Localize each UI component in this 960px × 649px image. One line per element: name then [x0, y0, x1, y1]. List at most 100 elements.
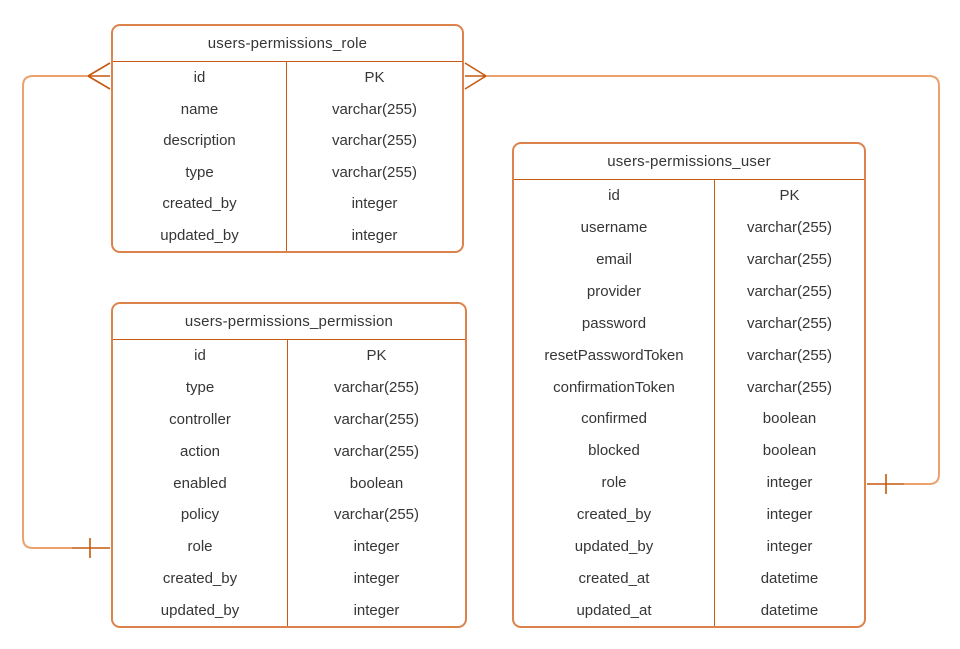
field-name: role [113, 530, 288, 563]
field-name: confirmed [514, 403, 715, 435]
field-type: integer [766, 537, 813, 555]
field-name: updated_at [514, 594, 715, 627]
field-row: enabled boolean [113, 467, 465, 499]
table-fields: id PK username varchar(255) email varchar(255… [514, 180, 864, 627]
field-row: id PK [113, 62, 462, 94]
field-name: email [514, 243, 715, 276]
table-title: users-permissions_permission [113, 304, 465, 340]
field-type: varchar(255) [746, 346, 833, 364]
field-name: username [514, 211, 715, 244]
field-type: varchar(255) [331, 132, 418, 150]
field-name: policy [113, 498, 288, 531]
field-name: id [514, 180, 715, 212]
field-row: email varchar(255) [514, 243, 864, 276]
field-row: password varchar(255) [514, 307, 864, 340]
field-name: updated_by [514, 530, 715, 563]
field-name: name [113, 93, 287, 125]
field-type: varchar(255) [746, 219, 833, 237]
field-type: integer [353, 538, 400, 556]
field-name: id [113, 340, 288, 372]
field-row: created_by integer [514, 498, 864, 531]
edge-role-user[interactable] [464, 62, 940, 494]
field-row: blocked boolean [514, 434, 864, 467]
field-row: controller varchar(255) [113, 403, 465, 436]
field-row: type varchar(255) [113, 371, 465, 404]
field-type: varchar(255) [333, 379, 420, 397]
field-type: datetime [760, 601, 819, 619]
field-type: boolean [762, 442, 817, 460]
table-users-permissions-role[interactable]: users-permissions_role id PK name varchar(2… [111, 24, 464, 253]
field-name: created_at [514, 562, 715, 595]
field-name: type [113, 156, 287, 188]
field-row: resetPasswordToken varchar(255) [514, 339, 864, 372]
field-name: description [113, 125, 287, 157]
field-row: created_by integer [113, 562, 465, 595]
field-type: datetime [760, 569, 819, 587]
field-type: varchar(255) [746, 378, 833, 396]
field-name: created_by [113, 188, 287, 220]
table-users-permissions-permission[interactable]: users-permissions_permission id PK type var… [111, 302, 467, 628]
field-name: role [514, 466, 715, 499]
field-type: varchar(255) [746, 314, 833, 332]
field-name: controller [113, 403, 288, 436]
field-row: id PK [113, 340, 465, 372]
one-tick-icon [72, 538, 110, 558]
field-name: updated_by [113, 594, 288, 627]
edge-role-permission[interactable] [22, 62, 111, 558]
field-row: type varchar(255) [113, 156, 462, 188]
field-type: integer [766, 474, 813, 492]
crows-foot-many-icon [87, 62, 111, 90]
field-name: confirmationToken [514, 371, 715, 404]
field-row: updated_by integer [113, 594, 465, 627]
field-type: varchar(255) [331, 100, 418, 118]
table-title: users-permissions_role [113, 26, 462, 62]
field-name: action [113, 435, 288, 468]
field-name: type [113, 371, 288, 404]
field-type: PK [779, 187, 800, 205]
field-type: boolean [762, 410, 817, 428]
edge-path [22, 75, 88, 549]
field-type: varchar(255) [333, 442, 420, 460]
field-row: created_by integer [113, 188, 462, 220]
field-name: password [514, 307, 715, 340]
field-row: description varchar(255) [113, 125, 462, 157]
field-row: role integer [113, 530, 465, 563]
field-type: varchar(255) [331, 163, 418, 181]
field-type: integer [766, 506, 813, 524]
field-row: updated_by integer [514, 530, 864, 563]
field-name: provider [514, 275, 715, 308]
field-type: integer [351, 195, 398, 213]
field-row: id PK [514, 180, 864, 212]
table-fields: id PK name varchar(255) description varchar(2… [113, 62, 462, 251]
field-row: confirmed boolean [514, 403, 864, 435]
field-type: varchar(255) [746, 251, 833, 269]
field-type: varchar(255) [333, 506, 420, 524]
field-type: varchar(255) [333, 410, 420, 428]
field-type: PK [364, 69, 385, 87]
field-name: resetPasswordToken [514, 339, 715, 372]
field-name: updated_by [113, 219, 287, 251]
field-row: action varchar(255) [113, 435, 465, 468]
field-row: created_at datetime [514, 562, 864, 595]
field-type: PK [366, 347, 387, 365]
field-row: policy varchar(255) [113, 498, 465, 531]
edge-path [486, 75, 940, 485]
field-name: enabled [113, 467, 288, 499]
field-name: created_by [113, 562, 288, 595]
field-name: id [113, 62, 287, 94]
field-type: integer [353, 569, 400, 587]
field-type: integer [353, 601, 400, 619]
table-fields: id PK type varchar(255) controller varchar(25… [113, 340, 465, 627]
crows-foot-many-icon [464, 62, 487, 90]
field-row: updated_at datetime [514, 594, 864, 627]
field-row: name varchar(255) [113, 93, 462, 125]
field-name: blocked [514, 434, 715, 467]
field-name: created_by [514, 498, 715, 531]
field-type: boolean [349, 474, 404, 492]
field-row: username varchar(255) [514, 211, 864, 244]
